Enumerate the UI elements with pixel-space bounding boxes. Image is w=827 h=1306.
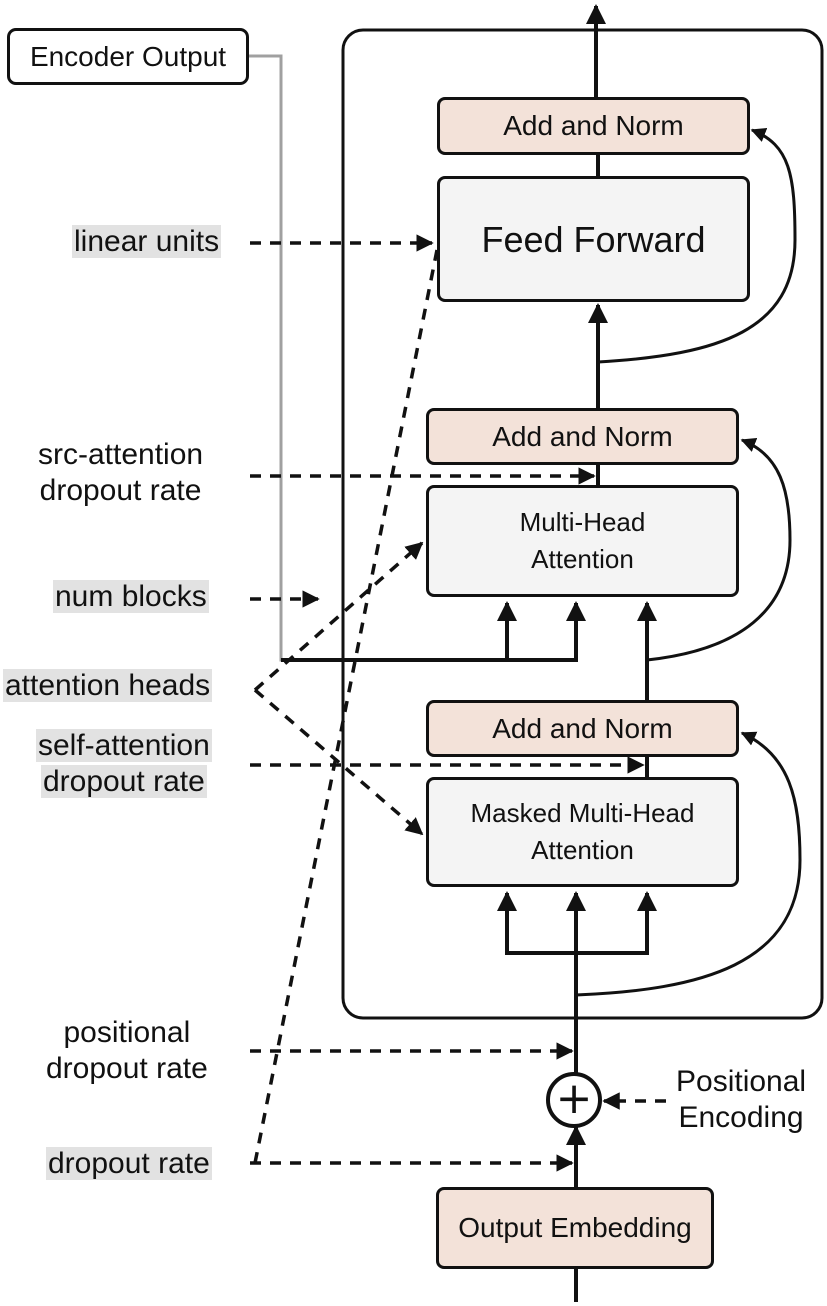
add-norm-bottom-label: Add and Norm xyxy=(492,712,673,744)
positional-encoding-line1: Positional xyxy=(676,1065,807,1098)
multi-head-attention-line2: Attention xyxy=(531,544,634,574)
encoder-output-line xyxy=(249,54,316,662)
positional-encoding-line2: Encoding xyxy=(678,1101,804,1134)
num-blocks-label: num blocks xyxy=(53,579,209,615)
masked-multi-head-attention-box: Masked Multi-Head Attention xyxy=(426,777,739,887)
linear-units-text: linear units xyxy=(72,225,222,258)
masked-attention-line1: Masked Multi-Head xyxy=(470,798,695,828)
src-attention-line1: src-attention xyxy=(38,438,204,471)
num-blocks-text: num blocks xyxy=(53,580,209,613)
src-attention-dropout-label: src-attention dropout rate xyxy=(38,437,203,509)
output-embedding-label: Output Embedding xyxy=(458,1212,692,1243)
residual-curve-1 xyxy=(575,731,802,997)
decoder-block-frame xyxy=(341,28,824,1020)
multi-head-attention-line1: Multi-Head xyxy=(519,507,646,537)
multi-head-attention-box: Multi-Head Attention xyxy=(426,485,739,597)
self-attention-dropout-label: self-attention dropout rate xyxy=(36,728,212,800)
encoder-output-label: Encoder Output xyxy=(29,40,227,72)
dropout-rate-arrow xyxy=(253,249,439,1164)
add-norm-middle-label: Add and Norm xyxy=(492,420,673,452)
linear-units-label: linear units xyxy=(72,224,222,260)
add-norm-top: Add and Norm xyxy=(437,97,750,155)
positional-encoding-label: Positional Encoding xyxy=(676,1064,806,1136)
dropout-rate-text: dropout rate xyxy=(46,1147,212,1180)
add-norm-top-label: Add and Norm xyxy=(503,110,684,141)
feed-forward-label: Feed Forward xyxy=(481,218,706,260)
feed-forward-box: Feed Forward xyxy=(437,176,750,302)
add-norm-bottom: Add and Norm xyxy=(426,700,739,757)
attention-heads-text: attention heads xyxy=(3,669,213,702)
attention-heads-to-masked-arrow xyxy=(253,688,424,836)
encoder-output-box: Encoder Output xyxy=(7,28,249,85)
add-symbol: + xyxy=(555,1073,593,1124)
positional-dropout-line2: dropout rate xyxy=(46,1052,208,1085)
masked-attention-line2: Attention xyxy=(531,835,634,865)
dropout-rate-label: dropout rate xyxy=(46,1146,212,1182)
add-circle xyxy=(546,1072,602,1128)
add-norm-middle: Add and Norm xyxy=(426,408,739,465)
src-attention-line2: dropout rate xyxy=(39,474,202,507)
positional-dropout-line1: positional xyxy=(63,1016,191,1049)
residual-curve-2 xyxy=(646,437,792,662)
attention-heads-to-mha-arrow xyxy=(253,541,424,692)
self-attention-line2: dropout rate xyxy=(41,765,207,798)
output-embedding-box: Output Embedding xyxy=(436,1187,714,1269)
encoder-kv-branch xyxy=(281,601,586,662)
attention-heads-label: attention heads xyxy=(3,668,213,704)
residual-curve-3 xyxy=(597,127,797,364)
self-attention-line1: self-attention xyxy=(36,729,212,762)
positional-dropout-label: positional dropout rate xyxy=(46,1015,208,1087)
